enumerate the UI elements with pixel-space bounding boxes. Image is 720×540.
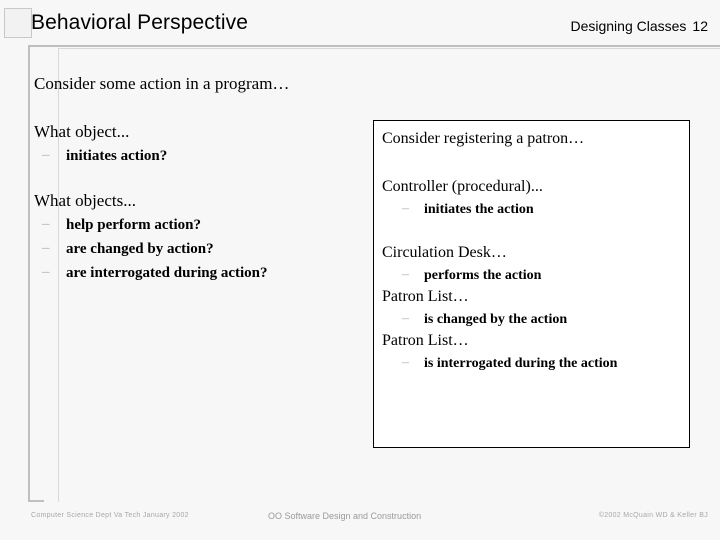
- left-frame-rule-inner: [58, 48, 59, 502]
- footer-attribution: Computer Science Dept Va Tech January 20…: [31, 512, 189, 519]
- header-divider-rule-inner: [58, 48, 720, 49]
- dash-bullet-icon: –: [402, 267, 409, 282]
- panel-detail-circulation-desk: – performs the action: [382, 267, 683, 284]
- header-decoration-box: [4, 8, 32, 38]
- dash-bullet-icon: –: [402, 355, 409, 370]
- slide-number: 12: [692, 18, 708, 34]
- question-heading-object: What object...: [34, 122, 130, 141]
- question-heading-objects: What objects...: [34, 191, 136, 210]
- panel-heading-patron-list-changed: Patron List…: [382, 288, 469, 305]
- list-item-label: help perform action?: [66, 217, 201, 233]
- panel-detail-patron-list-changed: – is changed by the action: [382, 311, 683, 328]
- left-frame-rule-outer: [28, 45, 30, 502]
- dash-bullet-icon: –: [402, 311, 409, 326]
- dash-bullet-icon: –: [42, 264, 50, 280]
- page-title: Behavioral Perspective: [31, 11, 248, 34]
- panel-detail-patron-list-interrogated: – is interrogated during the action: [382, 355, 683, 372]
- left-frame-rule-cap: [28, 500, 44, 502]
- list-item: – help perform action?: [34, 216, 364, 234]
- dash-bullet-icon: –: [42, 216, 50, 232]
- footer-copyright: ©2002 McQuain WD & Keller BJ: [598, 512, 708, 519]
- dash-bullet-icon: –: [42, 240, 50, 256]
- deck-label-group: Designing Classes 12: [570, 18, 708, 34]
- dash-bullet-icon: –: [42, 147, 50, 163]
- example-panel-content: Consider registering a patron… Controlle…: [382, 130, 683, 372]
- panel-detail-label: performs the action: [424, 268, 542, 283]
- panel-detail-label: initiates the action: [424, 202, 534, 217]
- example-panel: Consider registering a patron… Controlle…: [373, 120, 690, 448]
- left-lead-text: Consider some action in a program…: [34, 74, 290, 93]
- panel-lead-text: Consider registering a patron…: [382, 130, 585, 147]
- left-content-column: Consider some action in a program… What …: [34, 74, 364, 308]
- list-item-label: initiates action?: [66, 148, 168, 164]
- dash-bullet-icon: –: [402, 201, 409, 216]
- list-item-label: are interrogated during action?: [66, 265, 268, 281]
- panel-detail-controller: – initiates the action: [382, 201, 683, 218]
- panel-detail-label: is interrogated during the action: [424, 356, 618, 371]
- list-item-label: are changed by action?: [66, 241, 214, 257]
- list-item: – are changed by action?: [34, 240, 364, 258]
- slide-header: Behavioral Perspective Designing Classes…: [0, 0, 720, 46]
- list-item: – initiates action?: [34, 147, 364, 165]
- deck-label: Designing Classes: [570, 18, 687, 34]
- panel-heading-circulation-desk: Circulation Desk…: [382, 244, 507, 261]
- panel-detail-label: is changed by the action: [424, 312, 568, 327]
- slide-footer: Computer Science Dept Va Tech January 20…: [0, 506, 720, 540]
- header-divider-rule: [28, 45, 720, 47]
- list-item: – are interrogated during action?: [34, 264, 364, 282]
- panel-heading-controller: Controller (procedural)...: [382, 178, 543, 195]
- panel-heading-patron-list-interrogated: Patron List…: [382, 332, 469, 349]
- footer-course-title: OO Software Design and Construction: [268, 511, 422, 521]
- question-list-objects: – help perform action? – are changed by …: [34, 216, 364, 282]
- question-list-object: – initiates action?: [34, 147, 364, 165]
